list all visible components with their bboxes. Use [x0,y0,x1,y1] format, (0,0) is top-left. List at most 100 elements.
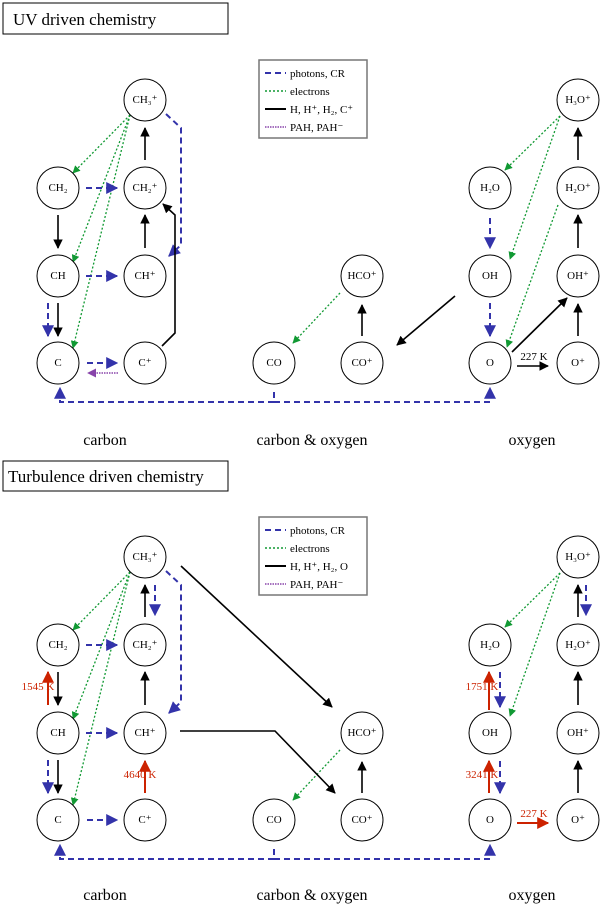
panel-uv: UV driven chemistry photons, CR electron… [2,2,600,449]
species-label: CH [50,727,65,739]
species-node-co: CO [252,798,296,842]
species-node-ch2: CH₂ [36,166,80,210]
section-label-carbon: carbon [83,432,127,449]
species-label: OH [482,270,498,282]
species-node-cp: C⁺ [123,341,167,385]
species-node-oh: OH [468,254,512,298]
e-photo-o [274,843,496,860]
species-node-cop: CO⁺ [340,341,384,385]
species-label: H₂O [480,182,500,194]
reaction-edges [42,565,592,860]
species-label: CO⁺ [351,357,372,369]
e-chp-cop [180,730,336,794]
legend-label: photons, CR [290,68,346,80]
species-label: CH⁺ [134,727,155,739]
e-o-ohp [511,297,568,353]
temperature-label: 1751 K [466,681,499,693]
reaction-edges [42,113,583,403]
legend: photons, CR electrons H, H⁺, H₂, O PAH, … [258,516,368,596]
species-node-c: C [36,341,80,385]
temperature-labels: 227 K [520,351,547,363]
species-label: C [54,357,61,369]
species-label: O [486,814,494,826]
species-node-ch2: CH₂ [36,623,80,667]
species-label: CH₂⁺ [133,182,158,194]
species-node-op: O⁺ [556,341,600,385]
species-node-ch3p: CH₃⁺ [123,535,167,579]
legend-label: photons, CR [290,525,346,537]
section-label-oxygen: oxygen [508,887,555,904]
species-label: HCO⁺ [347,727,376,739]
e-ch3p-c [70,114,131,349]
section-label-oxygen: oxygen [508,432,555,449]
species-node-op: O⁺ [556,798,600,842]
species-label: CH₂ [48,639,67,651]
e-ch3p-ch2 [72,114,131,174]
species-node-hcop: HCO⁺ [340,254,384,298]
e-h3op-h2o [504,572,561,628]
species-label: C [54,814,61,826]
panel-title: UV driven chemistry [13,10,157,29]
panel-title-box [2,2,229,35]
species-node-h2o: H₂O [468,166,512,210]
species-label: CH₃⁺ [133,94,158,106]
e-photo-o [274,386,496,403]
e-ch3p-chp [165,570,182,714]
species-node-h2op: H₂O⁺ [556,166,600,210]
species-node-h3op: H₃O⁺ [556,535,600,579]
species-label: C⁺ [138,357,151,369]
species-node-h2op: H₂O⁺ [556,623,600,667]
species-node-h3op: H₃O⁺ [556,78,600,122]
species-label: OH⁺ [567,270,589,282]
e-hcop-co [292,292,341,344]
e-o-cop [396,295,456,346]
species-label: H₃O⁺ [565,94,591,106]
e-h3op-oh [508,115,561,260]
species-label: CH₂⁺ [133,639,158,651]
e-cp-ch2p [161,203,176,347]
e-h3op-oh [508,572,561,717]
species-node-ohp: OH⁺ [556,254,600,298]
e-h3op-h2o [504,115,561,171]
species-node-co: CO [252,341,296,385]
legend-label: electrons [290,543,330,555]
species-node-chp: CH⁺ [123,711,167,755]
species-node-cop: CO⁺ [340,798,384,842]
species-label: H₂O⁺ [565,639,591,651]
species-node-ch: CH [36,254,80,298]
e-ch3p-chp [165,113,182,257]
species-label: O⁺ [571,814,585,826]
legend-label: H, H⁺, H₂, C⁺ [290,104,353,116]
species-node-ch: CH [36,711,80,755]
species-node-ch3p: CH₃⁺ [123,78,167,122]
species-label: O⁺ [571,357,585,369]
species-node-ch2p: CH₂⁺ [123,166,167,210]
species-label: CO [266,814,281,826]
species-node-oh: OH [468,711,512,755]
species-node-chp: CH⁺ [123,254,167,298]
e-photo-c [54,386,275,403]
species-label: CH⁺ [134,270,155,282]
species-label: O [486,357,494,369]
species-label: CO [266,357,281,369]
e-photo-c [54,843,275,860]
legend-label: PAH, PAH⁻ [290,579,343,591]
species-label: OH [482,727,498,739]
species-label: H₃O⁺ [565,551,591,563]
species-label: CH₂ [48,182,67,194]
section-label-carbon: carbon [83,887,127,904]
species-node-hcop: HCO⁺ [340,711,384,755]
panel-title: Turbulence driven chemistry [8,467,204,486]
species-label: OH⁺ [567,727,589,739]
species-label: H₂O [480,639,500,651]
e-h2op-o [505,204,559,348]
e-ch3p-c [70,571,131,806]
section-label-carbon-oxygen: carbon & oxygen [256,887,367,904]
temperature-label: 227 K [520,808,547,820]
species-node-o: O [468,341,512,385]
panel-title-box [2,460,229,492]
e-ch3p-hcop [180,565,333,708]
